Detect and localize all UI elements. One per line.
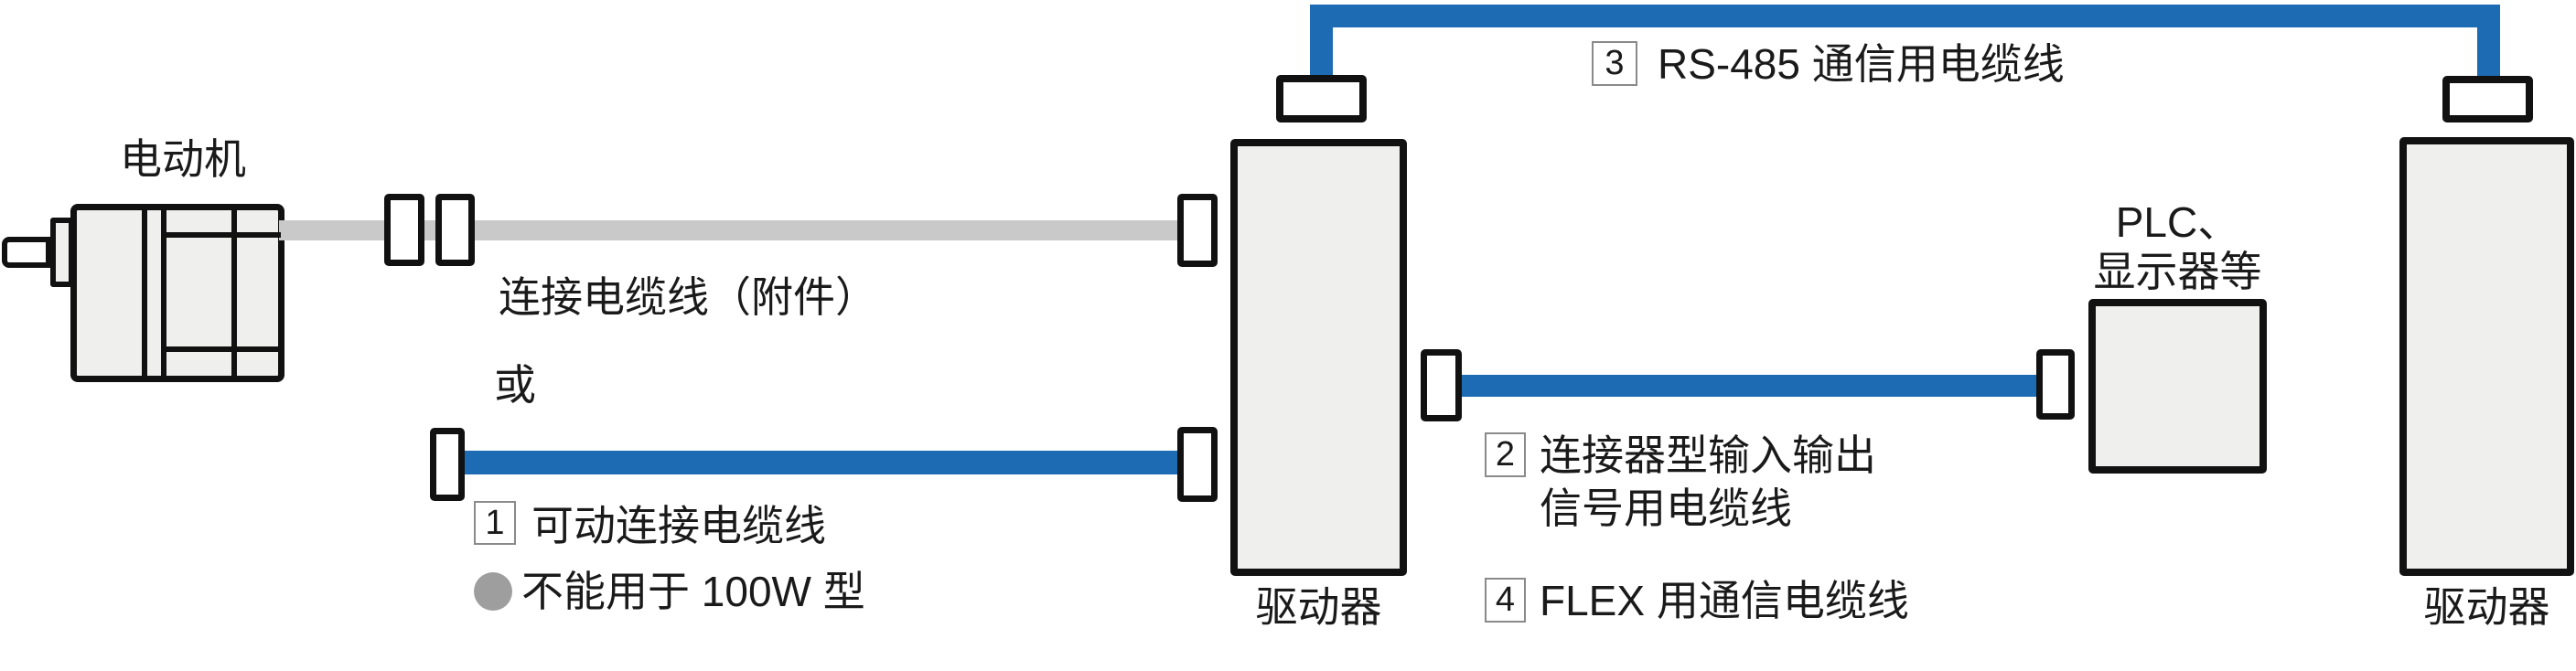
rs485-cable-drop-right [2477, 5, 2500, 78]
driver-left-upper-connector [1177, 194, 1218, 267]
accessory-cable [279, 220, 1179, 240]
label-box-1: 1 [474, 501, 516, 545]
accessory-cable-connector-right [435, 194, 475, 266]
movable-cable-connector-left [430, 428, 465, 501]
movable-cable-label: 可动连接电缆线 [531, 502, 826, 549]
rs485-cable-horizontal [1310, 5, 2500, 27]
rs485-cable-label: RS-485 通信用电缆线 [1658, 40, 2065, 88]
label-1-number: 1 [485, 503, 505, 542]
motor-body-divider-2 [161, 207, 166, 379]
movable-cable-note: 不能用于 100W 型 [521, 568, 865, 615]
driver-top-connector [1276, 75, 1367, 122]
label-4-number: 4 [1495, 580, 1516, 619]
plc-label-line1: PLC、 [2115, 198, 2240, 246]
plc-box [2088, 299, 2267, 474]
accessory-cable-connector-left [384, 194, 424, 266]
io-signal-cable-label-line2: 信号用电缆线 [1540, 485, 1792, 532]
driver-left-lower-connector [1177, 427, 1218, 502]
rs485-cable-drop-left [1310, 5, 1333, 78]
driver-right-label: 驱动器 [2423, 583, 2550, 631]
motor-body-divider-3 [231, 207, 237, 379]
or-text: 或 [494, 361, 536, 409]
motor-body-rib-top [164, 232, 281, 238]
motor-shaft [2, 237, 51, 268]
flex-cable-label: FLEX 用通信电缆线 [1540, 577, 1909, 624]
accessory-cable-label: 连接电缆线（附件） [499, 273, 877, 321]
io-signal-cable-label-line1: 连接器型输入输出 [1540, 431, 1876, 479]
driver-right-box [2399, 137, 2574, 576]
driver-main-label: 驱动器 [1255, 583, 1382, 631]
label-box-4: 4 [1485, 578, 1526, 623]
label-box-2: 2 [1485, 432, 1526, 477]
motor-body [70, 204, 284, 382]
plc-label: PLC、 显示器等 [2066, 197, 2290, 296]
movable-cable [457, 451, 1180, 474]
driver-right-connector [1421, 349, 1462, 421]
motor-body-divider-1 [142, 207, 147, 379]
io-signal-cable [1459, 375, 2045, 397]
bullet-icon [474, 572, 512, 611]
plc-connector [2036, 349, 2075, 420]
motor-label: 电动机 [120, 135, 246, 183]
driver-right-top-connector [2442, 76, 2533, 122]
label-2-number: 2 [1495, 435, 1516, 474]
motor-body-rib-bottom [164, 346, 281, 352]
label-box-3: 3 [1592, 41, 1637, 86]
plc-label-line2: 显示器等 [2093, 248, 2262, 295]
label-3-number: 3 [1605, 44, 1625, 82]
driver-main-box [1230, 139, 1407, 576]
